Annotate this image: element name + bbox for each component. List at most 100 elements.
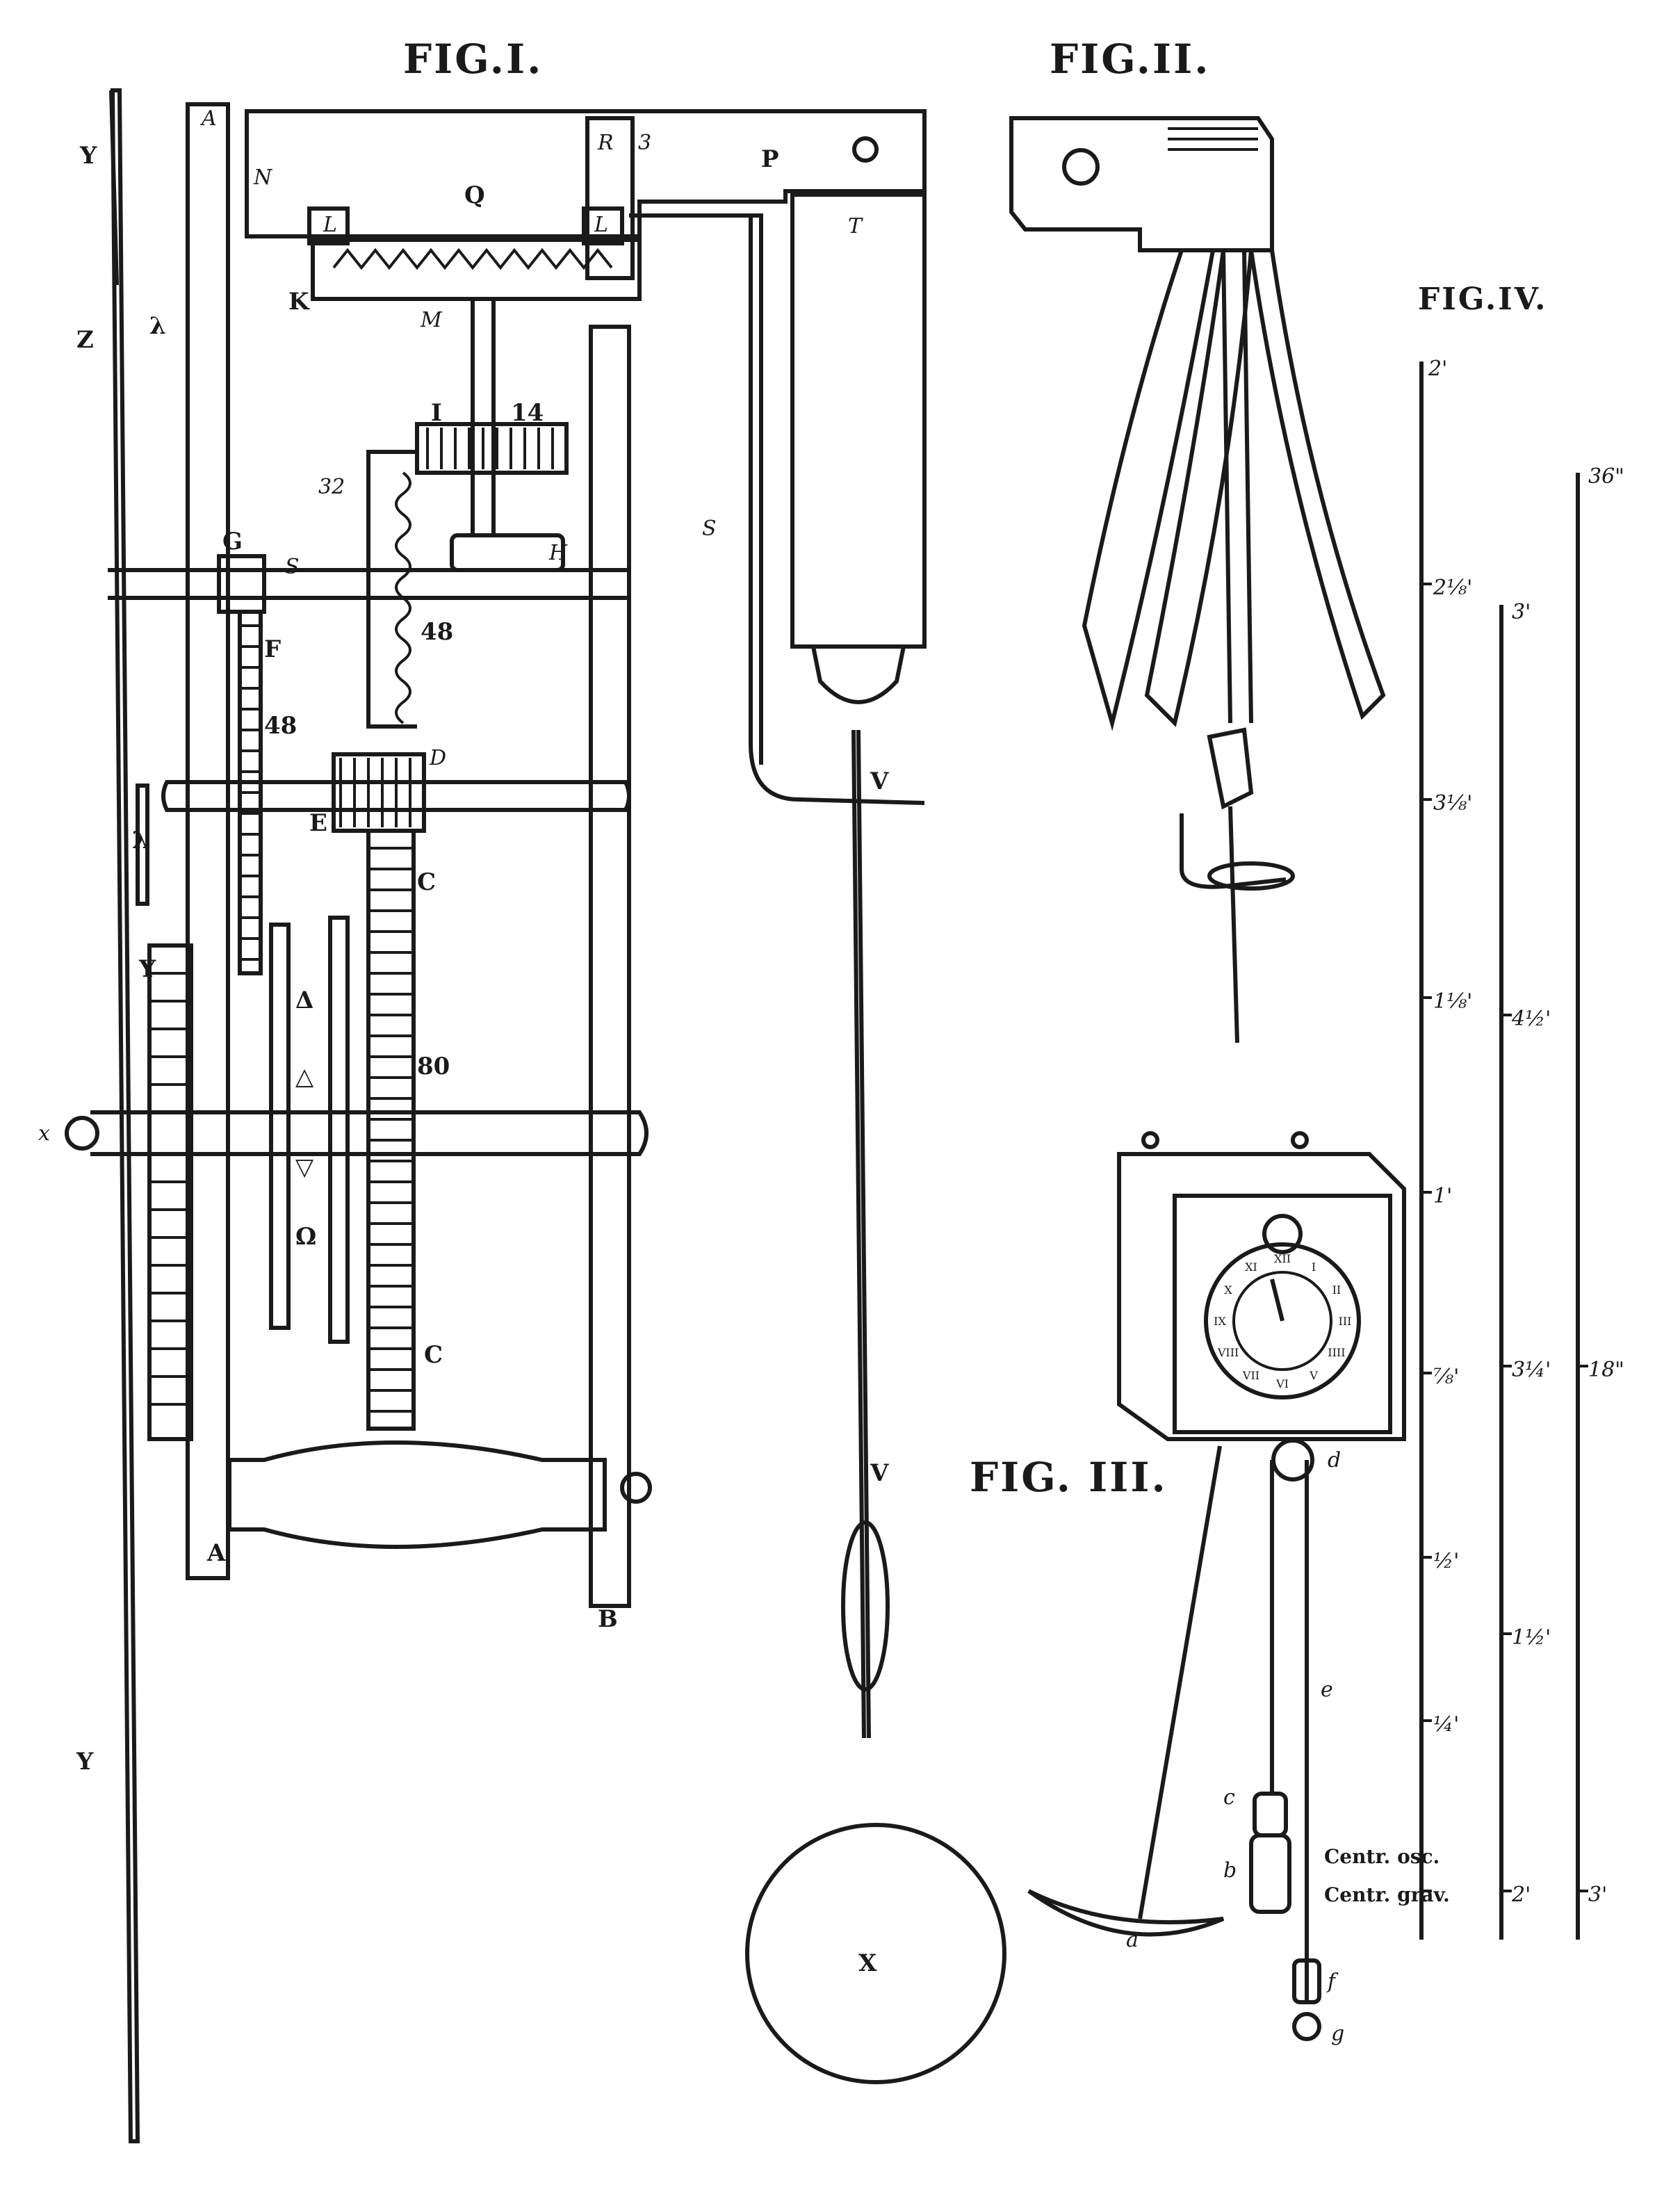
fig3-pendulum-bob-a: [1027, 1889, 1225, 1937]
label-c-fig3: c: [1223, 1785, 1235, 1810]
crutch-rod: [629, 213, 763, 765]
ring-g: [1292, 2012, 1321, 2041]
arbor-end-x: [65, 1116, 99, 1151]
label-y-top: Y: [79, 142, 97, 170]
dial-numeral: X: [1224, 1283, 1232, 1297]
label-nabla: ▽: [295, 1153, 314, 1181]
label-48-upper: 48: [421, 618, 453, 646]
label-l-right: L: [594, 213, 608, 237]
weight-b: [1249, 1833, 1291, 1914]
label-80: 80: [417, 1053, 450, 1080]
label-z: Z: [76, 326, 94, 354]
scale1-label-2: 3⅛': [1433, 791, 1472, 815]
frame-pillar-b: [589, 325, 631, 1608]
label-r: R: [597, 131, 614, 155]
weight-cords: [1270, 1460, 1309, 2002]
cock-h: [450, 533, 565, 572]
label-c-upper: C: [417, 868, 436, 896]
label-e: E: [309, 809, 327, 837]
label-v-mid: V: [870, 1459, 889, 1487]
crown-wheel-k: [311, 238, 642, 301]
label-v-top: V: [870, 768, 889, 795]
label-misc-symbol: Ω: [295, 1223, 316, 1251]
label-i: I: [431, 399, 442, 427]
scale2-label-4: 2': [1511, 1883, 1531, 1907]
top-screw: [852, 136, 879, 163]
label-s: S: [285, 555, 300, 579]
pendulum-bob-x: [745, 1823, 1006, 2084]
pinion-g: [217, 554, 266, 614]
scale1-label-0: 2': [1428, 357, 1447, 381]
clock-case: [1117, 1152, 1406, 1441]
dial-numeral: III: [1339, 1315, 1352, 1328]
dial-bell: [1262, 1214, 1303, 1254]
fig3-pendulum-rod: [1138, 1445, 1222, 1919]
pendulum-suspension-t: [790, 193, 927, 649]
spring-strip-left: [1082, 250, 1215, 731]
clock-dial: [1204, 1242, 1361, 1399]
dial-numeral: VIII: [1217, 1346, 1239, 1359]
label-m: M: [420, 308, 443, 332]
lambda-rod: [136, 784, 149, 906]
dial-numeral: VI: [1275, 1377, 1289, 1390]
label-d: D: [429, 746, 446, 770]
scale1-label-7: ¼': [1433, 1712, 1459, 1737]
weight-f: [1292, 1958, 1321, 2004]
outer-rod-y: [110, 88, 140, 2143]
scale2-label-2: 3¼': [1512, 1358, 1551, 1382]
label-delta-2: △: [295, 1063, 314, 1091]
fig3-labels: a b c d e f g: [1126, 1448, 1344, 2046]
frame-pillar-a: [186, 102, 230, 1580]
label-delta-1: Δ: [295, 987, 313, 1014]
label-c-lower: C: [424, 1341, 443, 1369]
fig1-title: FIG.I.: [403, 35, 543, 83]
pendulum-rod-v: [856, 729, 871, 1739]
scale1-label-6: ½': [1433, 1549, 1459, 1573]
fig3-title: FIG. III.: [970, 1454, 1168, 1501]
label-t: T: [848, 214, 863, 238]
fig3-clock: [1027, 1131, 1406, 2041]
label-48-lower: 48: [264, 712, 297, 740]
label-b-fig3: b: [1223, 1858, 1237, 1883]
fig4-scales: [1419, 362, 1588, 1940]
label-f: F: [264, 635, 281, 663]
clock-hand: [1270, 1278, 1285, 1322]
top-plate: [245, 109, 927, 238]
fig1-movement: [65, 88, 1006, 2143]
scale1-label-1: 2⅛': [1433, 576, 1472, 600]
label-p: P: [761, 145, 779, 173]
label-y-bottom: Y: [76, 1748, 94, 1776]
label-3: 3: [638, 131, 651, 155]
scale2-label-0: 3': [1512, 600, 1531, 624]
clock-face-frame: [1173, 1194, 1392, 1434]
suspension-block: [1009, 116, 1274, 252]
label-a-bottom: A: [206, 1539, 226, 1567]
label-s-rod: S: [702, 517, 717, 541]
label-y-mid: Y: [138, 955, 156, 983]
dial-numeral: IIII: [1328, 1346, 1345, 1359]
label-a-fig3: a: [1126, 1928, 1139, 1952]
main-arbor: [90, 1110, 649, 1156]
label-a-top: A: [199, 106, 217, 131]
fig2-suspension: [1009, 116, 1386, 1044]
label-x: x: [38, 1121, 50, 1146]
label-h: H: [548, 541, 568, 565]
scale1-label-4: 1': [1433, 1184, 1452, 1208]
label-k: K: [288, 288, 310, 316]
label-e-fig3: e: [1321, 1678, 1333, 1702]
label-f-fig3: f: [1326, 1970, 1339, 1994]
dial-numeral: IX: [1214, 1315, 1226, 1328]
label-g-fig3: g: [1331, 2022, 1344, 2046]
fig4-labels: 2' 2⅛' 3⅛' 1⅛' 1' ⅞' ½' ¼' 3' 4½' 3¼' 1½…: [1324, 357, 1624, 1907]
dial-numeral: V: [1309, 1369, 1318, 1382]
cock-r: [585, 116, 635, 280]
label-b: B: [598, 1605, 618, 1633]
scale3-label-2: 3': [1588, 1883, 1607, 1907]
spring-strip-mid: [1144, 250, 1253, 727]
label-l-left: L: [323, 213, 337, 237]
scale1-label-5: ⅞': [1433, 1365, 1459, 1389]
label-lambda-mid: λ: [132, 827, 149, 854]
label-g: G: [222, 528, 243, 555]
